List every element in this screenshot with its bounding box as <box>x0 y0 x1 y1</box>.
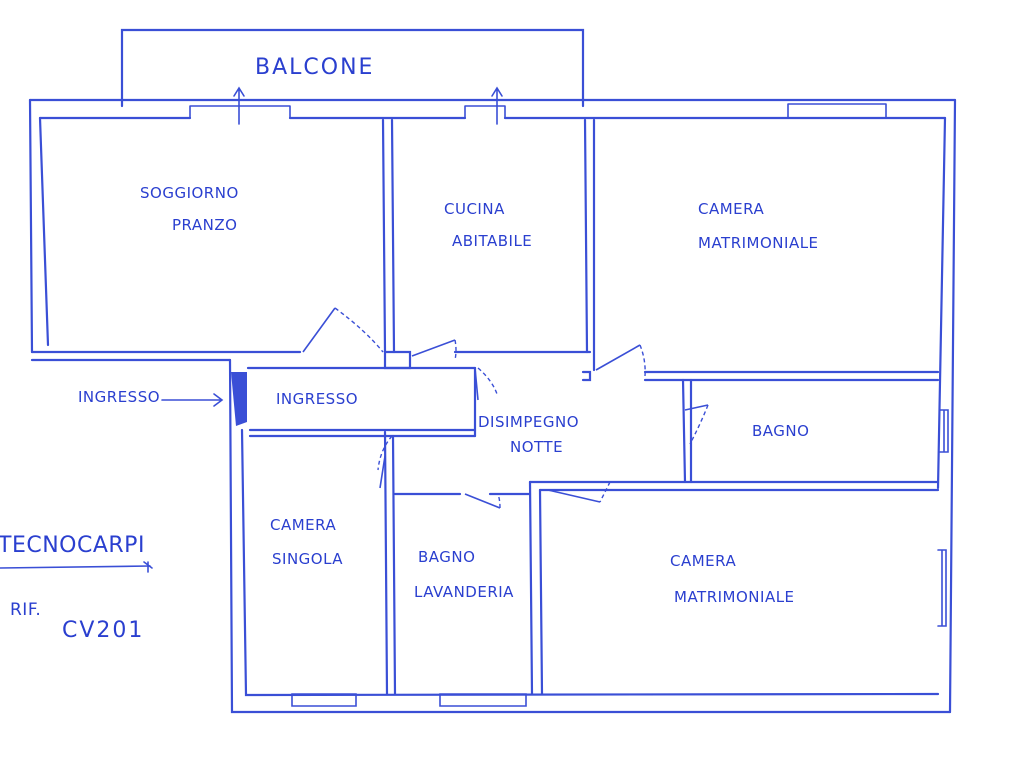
entrance-arrow <box>161 393 224 407</box>
notte-label: NOTTE <box>510 438 563 456</box>
singola-label: SINGOLA <box>272 550 343 568</box>
bagno-label: BAGNO <box>752 422 809 440</box>
balcony-label: BALCONE <box>255 55 374 80</box>
abitabile-label: ABITABILE <box>452 232 532 250</box>
ingresso-room-label: INGRESSO <box>276 390 358 408</box>
camera-matrimoniale-2-label: CAMERA <box>670 552 736 570</box>
pranzo-label: PRANZO <box>172 216 237 234</box>
ingresso-arrow-label: INGRESSO <box>78 388 160 406</box>
brand-block: TECNOCARPI RIF. CV201 <box>0 533 153 643</box>
matrimoniale-2-label: MATRIMONIALE <box>674 588 795 606</box>
window-arrows <box>233 86 503 125</box>
brand-label: TECNOCARPI <box>0 533 145 558</box>
outer-walls <box>28 98 957 714</box>
interior-walls <box>246 118 940 696</box>
matrimoniale-1-label: MATRIMONIALE <box>698 234 819 252</box>
reference-code: CV201 <box>62 618 144 643</box>
lavanderia-label: LAVANDERIA <box>414 583 514 601</box>
bagno-lavanderia-label: BAGNO <box>418 548 475 566</box>
disimpegno-label: DISIMPEGNO <box>478 413 579 431</box>
camera-singola-label: CAMERA <box>270 516 336 534</box>
cucina-label: CUCINA <box>444 200 505 218</box>
doors <box>231 307 709 509</box>
camera-matrimoniale-1-label: CAMERA <box>698 200 764 218</box>
rif-label: RIF. <box>10 600 41 620</box>
balcony <box>120 28 585 108</box>
entrance-door-icon <box>231 372 247 426</box>
soggiorno-label: SOGGIORNO <box>140 184 239 202</box>
